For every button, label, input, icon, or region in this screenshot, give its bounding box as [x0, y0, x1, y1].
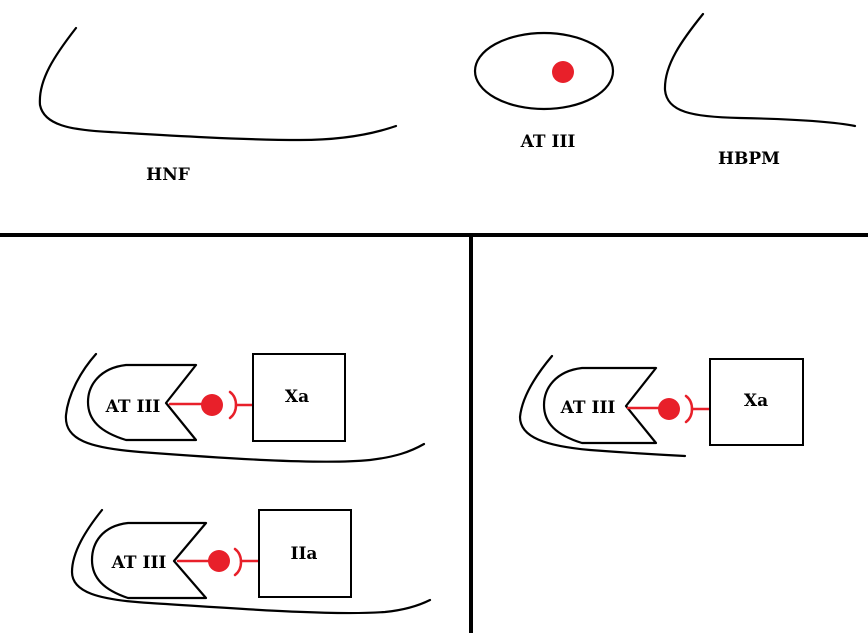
active-site-dot: [658, 398, 680, 420]
factor-xa-box: [252, 353, 346, 442]
at3-active-site-dot: [552, 61, 574, 83]
legend-at3: AT III: [473, 31, 615, 152]
factor-iia-box: [258, 509, 352, 598]
hbpm-short-chain-curve: [663, 12, 857, 128]
at3-ellipse: [473, 31, 615, 111]
hbpm-label: HBPM: [718, 149, 780, 169]
at3-shape: [542, 366, 658, 445]
binding-arc: [233, 547, 243, 577]
complex-hnf-at3-iia: AT III IIa: [70, 508, 432, 615]
complex-hbpm-at3-xa: AT III Xa: [518, 354, 804, 458]
factor-xa-box: [709, 358, 804, 446]
factor-xa-label: Xa: [744, 391, 768, 411]
active-site-dot: [201, 394, 223, 416]
at3-shape: [90, 521, 208, 600]
at3-label: AT III: [105, 397, 161, 417]
at3-label: AT III: [111, 553, 167, 573]
at3-shape: [86, 363, 198, 442]
at3-label: AT III: [520, 132, 576, 152]
hnf-chain-curve: [70, 508, 432, 615]
factor-iia-label: IIa: [291, 544, 318, 564]
active-site-dot: [208, 550, 230, 572]
hnf-chain-curve: [64, 352, 426, 463]
complex-hnf-at3-xa: AT III Xa: [64, 352, 426, 463]
hnf-long-chain-curve: [38, 26, 398, 142]
legend-hnf: HNF: [38, 26, 398, 185]
at3-label: AT III: [560, 398, 616, 418]
hbpm-chain-curve: [518, 354, 687, 458]
factor-xa-label: Xa: [285, 387, 309, 407]
hnf-label: HNF: [146, 165, 190, 185]
legend-hbpm: HBPM: [663, 12, 857, 169]
